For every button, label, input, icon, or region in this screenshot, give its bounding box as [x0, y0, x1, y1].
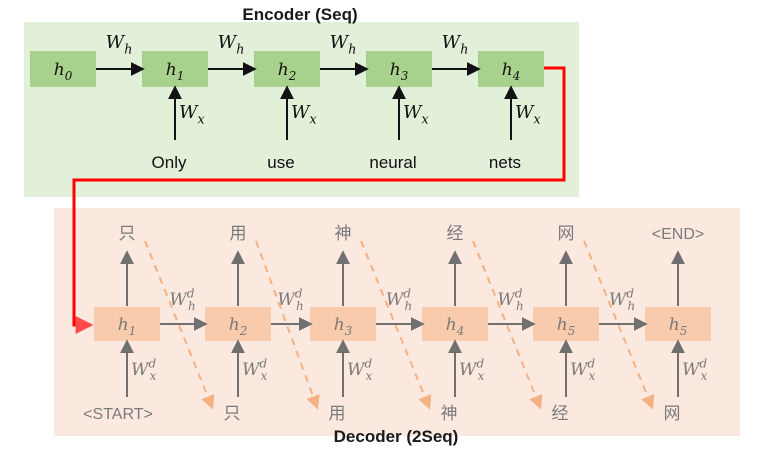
decoder-state-node — [422, 307, 488, 341]
decoder-output-token: 只 — [119, 224, 136, 244]
encoder-recurrent-weight: Wh — [106, 32, 133, 56]
encoder-input-weight: Wx — [515, 102, 541, 126]
encoder-state-node — [478, 51, 544, 87]
decoder-feedback-arrow — [583, 240, 655, 410]
decoder-state-node — [310, 307, 376, 341]
encoder-title: Encoder (Seq) — [242, 5, 357, 24]
encoder-recurrent-weight: Wh — [218, 32, 245, 56]
decoder-state-node — [533, 307, 599, 341]
encoder-state-node — [366, 51, 432, 87]
decoder-state-label: h4 — [446, 315, 465, 338]
encoder-recurrent-weight: Wh — [442, 32, 469, 56]
decoder-state-node — [94, 307, 160, 341]
encoder-input-weight: Wx — [403, 102, 429, 126]
encoder-input-weight: Wx — [179, 102, 205, 126]
encoder-recurrent-weight: Wh — [330, 32, 357, 56]
decoder-output-token: 经 — [447, 224, 464, 244]
context-vector-arrow — [72, 66, 566, 334]
decoder-input-token: <START> — [83, 406, 153, 423]
decoder-state-label: h5 — [669, 315, 688, 338]
decoder-state-label: h3 — [334, 315, 353, 338]
decoder-output-token: 用 — [230, 224, 247, 244]
decoder-input-token: 网 — [664, 404, 681, 424]
encoder-state-node — [254, 51, 320, 87]
encoder-input-word: neural — [369, 153, 416, 172]
encoder-state-label: h0 — [54, 60, 73, 83]
decoder-input-token: 神 — [441, 404, 458, 424]
decoder-output-token: 网 — [558, 224, 575, 244]
encoder-state-label: h1 — [166, 60, 185, 83]
decoder-feedback-arrow — [472, 240, 543, 410]
decoder-panel — [54, 208, 740, 436]
decoder-title: Decoder (2Seq) — [334, 427, 459, 446]
decoder-state-label: h1 — [118, 315, 137, 338]
decoder-input-token: 只 — [224, 404, 241, 424]
decoder-feedback-arrow — [360, 240, 432, 410]
decoder-state-node — [205, 307, 271, 341]
encoder-input-word: nets — [489, 153, 521, 172]
decoder-input-token: 用 — [329, 404, 346, 424]
encoder-input-word: Only — [152, 153, 187, 172]
encoder-state-label: h4 — [502, 60, 521, 83]
decoder-feedback-arrow — [144, 240, 215, 410]
decoder-feedback-arrow — [255, 240, 320, 410]
decoder-state-label: h2 — [229, 315, 248, 338]
decoder-output-token: <END> — [652, 226, 704, 243]
encoder-state-label: h3 — [390, 60, 409, 83]
encoder-state-label: h2 — [278, 60, 297, 83]
decoder-state-label: h5 — [557, 315, 576, 338]
decoder-output-token: 神 — [335, 224, 352, 244]
decoder-state-node — [645, 307, 711, 341]
encoder-input-weight: Wx — [291, 102, 317, 126]
encoder-input-word: use — [267, 153, 294, 172]
encoder-state-node — [30, 51, 96, 87]
encoder-state-node — [142, 51, 208, 87]
decoder-input-token: 经 — [552, 404, 569, 424]
